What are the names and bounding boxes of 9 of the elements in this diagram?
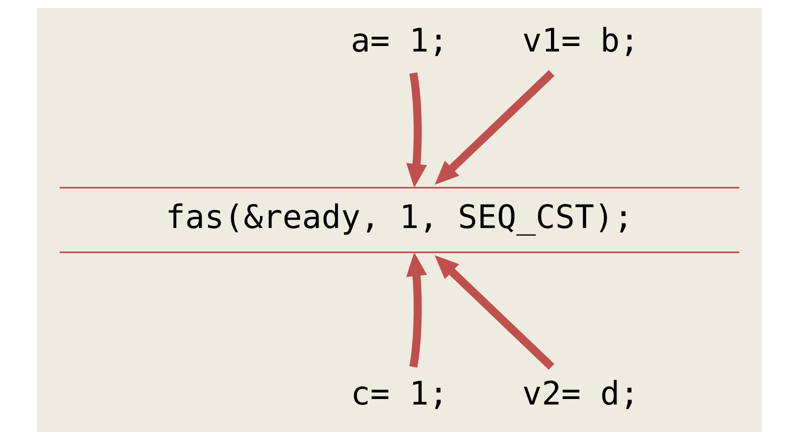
node-text: v2= d; — [522, 374, 640, 412]
arrow — [434, 255, 554, 370]
arrow — [406, 72, 427, 188]
node-text: c= 1; — [350, 374, 448, 412]
node-text: a= 1; — [350, 22, 448, 60]
node-text: fas(&ready, 1, SEQ_CST); — [166, 198, 634, 236]
node-text: v1= b; — [522, 22, 640, 60]
arrow — [434, 70, 554, 185]
arrow — [406, 252, 427, 368]
